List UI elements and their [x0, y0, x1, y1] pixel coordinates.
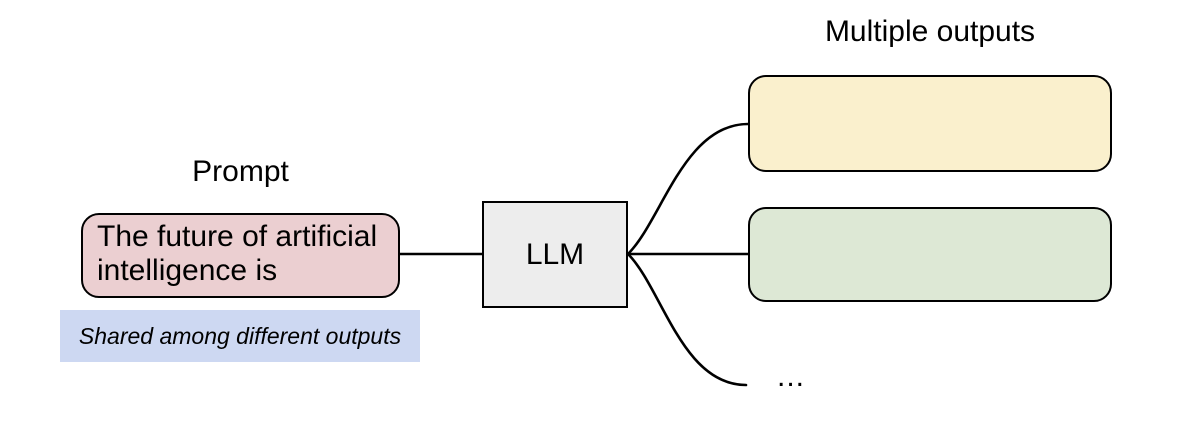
llm-to-output1-connector	[626, 122, 750, 256]
prompt-box-text: The future of artificial intelligence is	[97, 220, 378, 287]
outputs-label: Multiple outputs	[824, 15, 1036, 48]
output-box-2	[748, 207, 1112, 302]
more-outputs-ellipsis: ...	[777, 360, 806, 393]
shared-note: Shared among different outputs	[60, 310, 420, 362]
llm-box: LLM	[482, 201, 628, 308]
output-box-1	[748, 75, 1112, 172]
llm-to-ellipsis-connector	[626, 252, 748, 387]
llm-box-label: LLM	[525, 237, 585, 271]
prompt-box: The future of artificial intelligence is	[81, 213, 400, 298]
prompt-label: Prompt	[192, 155, 289, 188]
